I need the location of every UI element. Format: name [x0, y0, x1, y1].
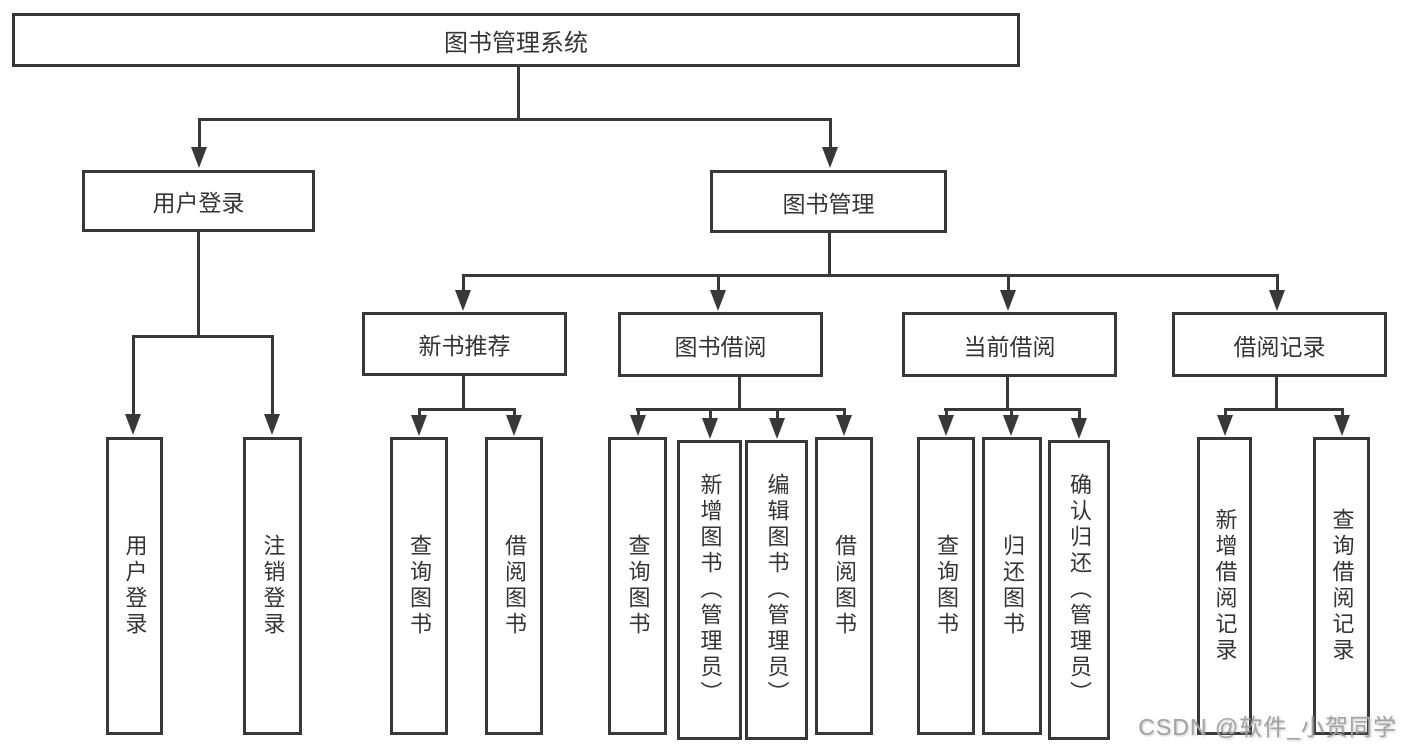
connector-line	[462, 274, 1279, 277]
node-records-query-record: 查询借阅记录	[1313, 437, 1370, 735]
connector-arrow	[1000, 274, 1016, 311]
connector-arrow	[836, 408, 852, 436]
connector-arrow	[630, 408, 646, 436]
node-current-borrowing: 当前借阅	[902, 312, 1117, 377]
connector-arrow	[822, 118, 838, 168]
node-book-borrowing: 图书借阅	[618, 312, 823, 377]
connector-arrow	[1003, 408, 1019, 436]
connector-line	[198, 118, 832, 121]
node-borrowing-borrow-books: 借阅图书	[815, 437, 873, 735]
connector-arrow	[1334, 408, 1350, 436]
connector-line	[517, 67, 520, 118]
node-library-system: 图书管理系统	[12, 13, 1020, 67]
node-borrow-records: 借阅记录	[1172, 312, 1387, 377]
connector-arrow	[938, 408, 954, 436]
csdn-watermark: CSDN @软件_小贺同学	[1138, 714, 1397, 740]
connector-arrow	[702, 408, 718, 439]
connector-arrow	[455, 274, 471, 311]
node-user-login-leaf: 用户登录	[106, 437, 163, 735]
connector-arrow	[1269, 274, 1285, 311]
connector-line	[1275, 377, 1278, 408]
connector-arrow	[264, 335, 280, 435]
node-recommend-borrow-books: 借阅图书	[485, 437, 543, 735]
node-book-management: 图书管理	[710, 170, 947, 233]
connector-arrow	[1217, 408, 1233, 436]
connector-arrow	[125, 335, 141, 435]
connector-line	[197, 232, 200, 335]
connector-line	[636, 408, 845, 411]
connector-line	[1224, 408, 1343, 411]
node-user-login-group: 用户登录	[82, 170, 315, 232]
node-current-query-books: 查询图书	[917, 437, 975, 735]
node-borrowing-edit-books: 编辑图书（管理员）	[745, 440, 808, 740]
node-borrowing-query-books: 查询图书	[608, 437, 667, 735]
connector-arrow	[506, 408, 522, 436]
connector-line	[1006, 377, 1009, 408]
node-current-return-books: 归还图书	[982, 437, 1042, 735]
connector-arrow	[769, 408, 785, 439]
node-current-confirm-return: 确认归还（管理员）	[1048, 440, 1110, 740]
connector-arrow	[411, 408, 427, 436]
connector-line	[738, 377, 741, 408]
node-recommend-query-books: 查询图书	[390, 437, 448, 735]
connector-arrow	[1071, 408, 1087, 439]
node-borrowing-add-books: 新增图书（管理员）	[677, 440, 742, 740]
connector-line	[462, 376, 465, 408]
node-new-book-recommend: 新书推荐	[362, 312, 567, 376]
connector-line	[132, 335, 274, 338]
node-logout: 注销登录	[243, 437, 302, 735]
node-records-add-record: 新增借阅记录	[1197, 437, 1252, 735]
connector-arrow	[191, 118, 207, 168]
connector-line	[828, 233, 831, 274]
connector-arrow	[710, 274, 726, 311]
connector-line	[418, 408, 515, 411]
